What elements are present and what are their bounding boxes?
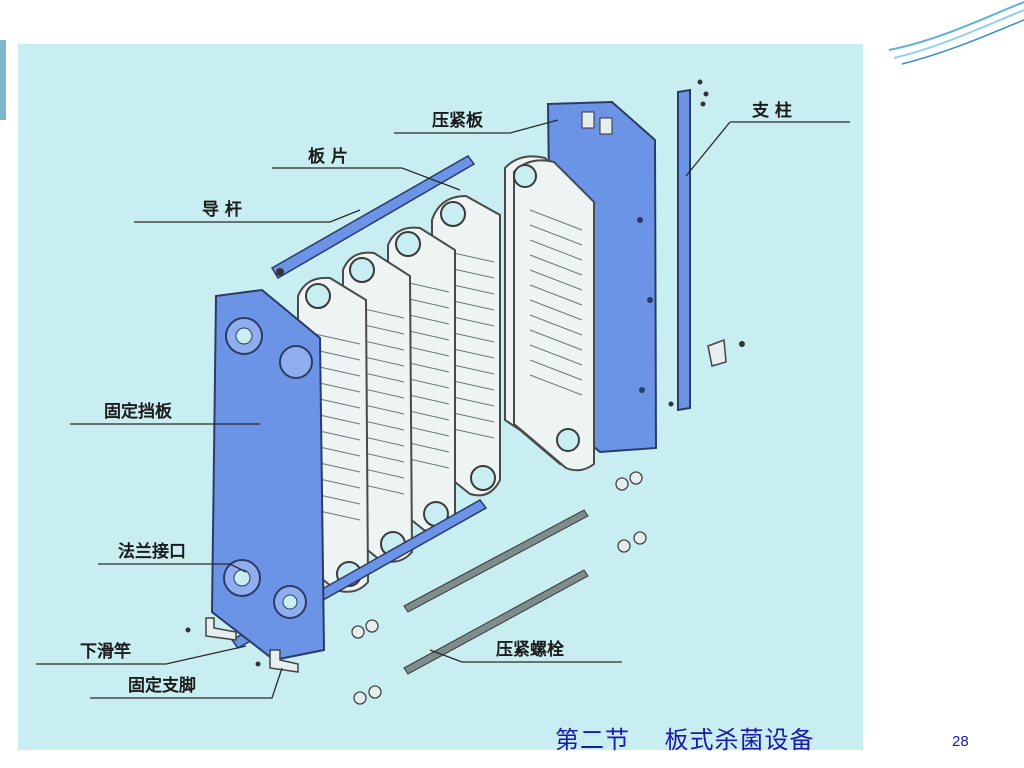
fixed-feet xyxy=(185,617,299,673)
corner-decoration xyxy=(884,0,1024,70)
label-flange-port: 法兰接口 xyxy=(118,541,186,562)
label-fixed-frame: 固定挡板 xyxy=(104,401,173,422)
label-guide-bar: 导 杆 xyxy=(202,200,242,220)
fixed-frame-plate xyxy=(210,288,326,662)
slide-title: 第二节 板式杀菌设备 xyxy=(555,726,815,754)
clamping-bolts xyxy=(351,471,647,705)
support-column xyxy=(668,79,745,412)
label-support-column: 支 柱 xyxy=(752,100,792,121)
label-compression-plate: 压紧板 xyxy=(432,110,484,131)
plate-stack xyxy=(504,155,595,472)
leader-lines xyxy=(36,119,850,699)
left-accent-bar xyxy=(0,40,6,120)
label-clamping-bolt: 压紧螺栓 xyxy=(496,639,564,660)
guide-bar xyxy=(270,155,476,280)
page-number: 28 xyxy=(952,733,969,750)
label-plates: 板 片 xyxy=(308,146,348,167)
label-fixed-feet: 固定支脚 xyxy=(128,675,196,696)
label-lower-bar: 下滑竿 xyxy=(80,641,131,662)
